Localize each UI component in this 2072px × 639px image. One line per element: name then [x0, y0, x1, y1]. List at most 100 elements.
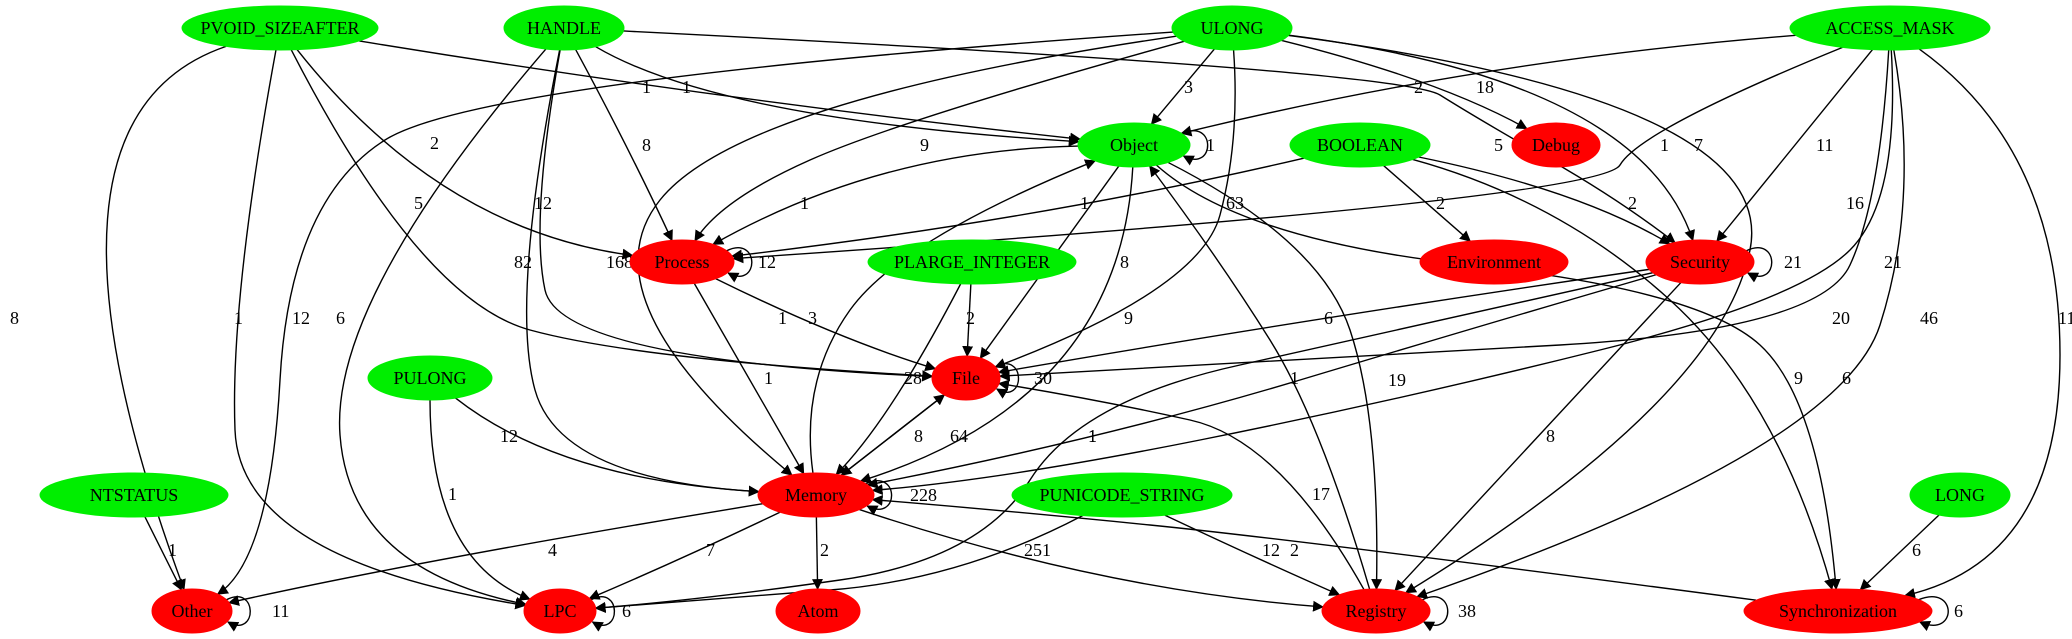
node-handle: HANDLE — [503, 5, 625, 51]
edge-ntstatus-to-other: 1 — [144, 516, 183, 591]
edge-weight-label: 2 — [966, 308, 975, 328]
edge-line — [1164, 514, 1341, 596]
node-label: HANDLE — [527, 18, 601, 38]
node-ellipse — [1909, 472, 2011, 518]
edge-weight-label: 2 — [1414, 77, 1423, 97]
edge-line — [997, 268, 1650, 377]
edge-boolean-to-synchronization: 9 — [1412, 158, 1835, 591]
edge-weight-label: 9 — [1124, 308, 1133, 328]
edge-weight-label: 2 — [820, 540, 829, 560]
node-ellipse — [1171, 5, 1293, 51]
edge-handle-to-file: 12 — [534, 49, 934, 382]
node-ellipse — [1321, 588, 1431, 634]
edge-line — [1412, 158, 1835, 591]
edge-ulong-to-memory: 168 — [606, 35, 1177, 476]
edge-weight-label: 1 — [1290, 368, 1299, 388]
edge-line — [1716, 49, 1873, 242]
edge-weight-label: 1 — [1088, 426, 1097, 446]
node-label: Object — [1110, 135, 1158, 155]
edge-weight-label: 3 — [1184, 77, 1193, 97]
edge-line — [715, 278, 937, 372]
edge-registry-to-file: 17 — [997, 379, 1365, 590]
edge-weight-label: 8 — [1546, 426, 1555, 446]
edge-handle-to-memory: 82 — [514, 49, 760, 497]
edge-line — [1904, 48, 2061, 599]
edge-weight-label: 228 — [910, 485, 937, 505]
node-access-mask: ACCESS_MASK — [1789, 5, 1991, 51]
edge-pulong-to-memory: 12 — [455, 397, 760, 497]
node-label: Process — [655, 252, 710, 272]
edge-line — [216, 31, 1174, 595]
node-ellipse — [1077, 122, 1191, 168]
edge-line — [1394, 282, 1682, 592]
edge-object-to-object: 1 — [1181, 130, 1215, 166]
edge-weight-label: 38 — [1458, 601, 1476, 621]
edge-weight-label: 11 — [272, 601, 289, 621]
edge-synchronization-to-synchronization: 6 — [1917, 596, 1963, 632]
node-memory: Memory — [757, 472, 875, 518]
edge-weight-label: 5 — [414, 193, 423, 213]
edge-handle-to-object: 1 — [595, 46, 1080, 147]
node-environment: Environment — [1419, 239, 1569, 285]
edge-weight-label: 2 — [1436, 193, 1445, 213]
node-ellipse — [181, 5, 379, 51]
node-long: LONG — [1909, 472, 2011, 518]
edge-weight-label: 6 — [1954, 601, 1963, 621]
edge-memory-to-file: 64 — [840, 394, 968, 476]
edge-file-to-file: 30 — [994, 363, 1052, 399]
edge-weight-label: 2 — [430, 133, 439, 153]
edge-handle-to-lpc: 6 — [336, 48, 547, 608]
edge-line — [712, 145, 1079, 245]
edge-memory-to-atom: 2 — [811, 516, 829, 591]
edge-weight-label: 12 — [292, 308, 310, 328]
edge-line — [994, 49, 1236, 369]
edge-pulong-to-lpc: 1 — [429, 399, 531, 601]
edge-line — [105, 45, 227, 591]
edge-line — [623, 30, 1676, 244]
node-label: Environment — [1447, 252, 1541, 272]
edge-security-to-security: 21 — [1745, 247, 1802, 283]
edge-line — [809, 159, 1097, 474]
edge-lpc-to-lpc: 6 — [590, 596, 631, 632]
edge-ulong-to-other: 12 — [216, 31, 1174, 595]
edge-line — [731, 157, 1305, 261]
edge-weight-label: 12 — [1262, 540, 1280, 560]
edge-object-to-process: 1 — [712, 145, 1079, 245]
edge-weight-label: 6 — [1324, 308, 1333, 328]
node-file: File — [931, 355, 1001, 401]
edge-object-to-synchronization: 6 — [1156, 164, 1851, 591]
edge-weight-label: 8 — [1120, 252, 1129, 272]
edge-line — [227, 503, 763, 606]
node-registry: Registry — [1321, 588, 1431, 634]
edge-weight-label: 8 — [914, 426, 923, 446]
node-label: PLARGE_INTEGER — [894, 252, 1050, 272]
edge-weight-label: 12 — [534, 193, 552, 213]
edge-weight-label: 18 — [1476, 77, 1494, 97]
edge-weight-label: 8 — [10, 308, 19, 328]
edge-registry-to-registry: 38 — [1421, 596, 1476, 632]
node-boolean: BOOLEAN — [1289, 122, 1431, 168]
edge-line — [866, 274, 1657, 489]
edge-weight-label: 1 — [168, 540, 177, 560]
node-ellipse — [757, 472, 875, 518]
node-lpc: LPC — [523, 588, 597, 634]
edge-weight-label: 6 — [1912, 540, 1921, 560]
edge-memory-to-memory: 228 — [864, 480, 937, 516]
edge-weight-label: 12 — [500, 426, 518, 446]
node-ellipse — [629, 239, 735, 285]
edge-weight-label: 9 — [1794, 368, 1803, 388]
edge-line — [871, 49, 1894, 496]
edge-line — [835, 283, 962, 476]
edge-line — [994, 363, 1020, 399]
edge-security-to-file: 6 — [997, 268, 1650, 377]
node-label: PULONG — [393, 368, 466, 388]
edge-weight-label: 7 — [1694, 135, 1703, 155]
edge-line — [1150, 48, 1215, 125]
edge-weight-label: 1 — [682, 77, 691, 97]
edge-weight-label: 3 — [808, 308, 817, 328]
node-label: PUNICODE_STRING — [1039, 485, 1204, 505]
node-punicode-string: PUNICODE_STRING — [1011, 472, 1233, 518]
edge-process-to-file: 1 — [715, 278, 937, 372]
